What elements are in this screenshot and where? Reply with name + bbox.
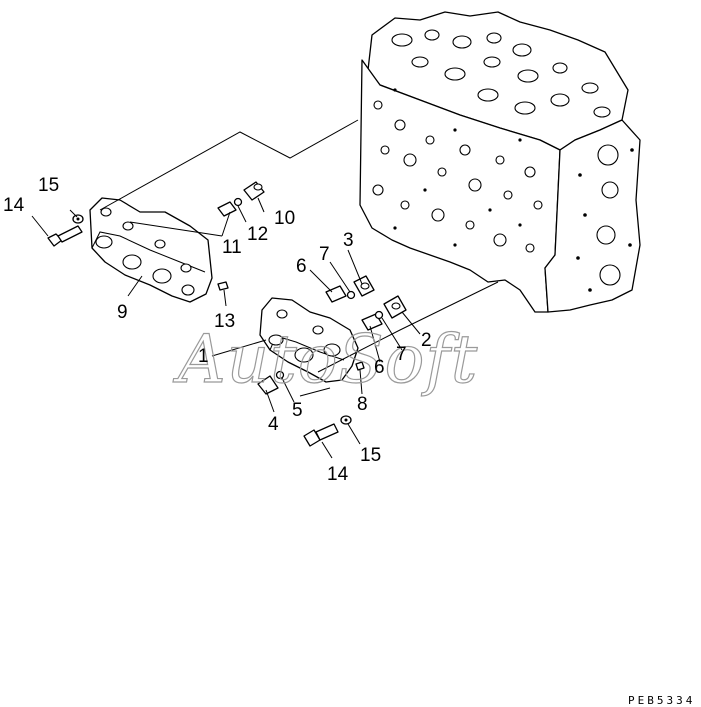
callout-9: 9 [117,302,128,323]
assembly-lines [99,119,499,397]
callout-4: 4 [268,414,279,435]
cap-3 [353,275,375,297]
part-labels: 1 2 3 4 5 6 6 7 7 8 9 10 11 12 13 14 14 … [3,175,432,485]
oring-upper-12 [233,197,243,207]
pin-upper-13 [217,281,229,291]
callout-8: 8 [357,394,368,415]
callout-1: 1 [198,346,209,367]
plug-upper-11 [217,201,237,217]
callout-15-upper: 15 [38,175,59,196]
bolt-upper [47,225,83,247]
callout-15-lower: 15 [360,445,381,466]
plug-6-upper [325,285,347,303]
plug-4 [257,375,279,395]
oring-5 [275,370,285,380]
leader-lines [31,197,421,459]
washer-lower [340,415,352,425]
washer-upper [72,214,84,224]
cap-2 [383,295,407,319]
cap-upper-10 [243,181,265,201]
callout-6-upper: 6 [296,256,307,277]
callout-13: 13 [214,311,235,332]
oring-7-lower [374,310,384,320]
callout-5: 5 [292,400,303,421]
callout-7-upper: 7 [319,244,330,265]
callout-10: 10 [274,208,295,229]
callout-3: 3 [343,230,354,251]
valve-block-upper [89,197,213,303]
bolt-lower [303,423,339,447]
watermark: AutoSoft [172,321,478,398]
callout-6-lower: 6 [374,357,385,378]
callout-14-lower: 14 [327,464,349,485]
callout-2: 2 [421,330,432,351]
callout-12: 12 [247,224,268,245]
oring-7-upper [346,290,356,300]
callout-11: 11 [222,237,242,258]
valve-block-lower [259,297,359,383]
callout-7-lower: 7 [396,344,407,365]
pin-8 [355,361,365,371]
drawing-code: PEB5334 [628,694,695,707]
main-valve-body [359,11,641,313]
callout-14-upper: 14 [3,195,25,216]
